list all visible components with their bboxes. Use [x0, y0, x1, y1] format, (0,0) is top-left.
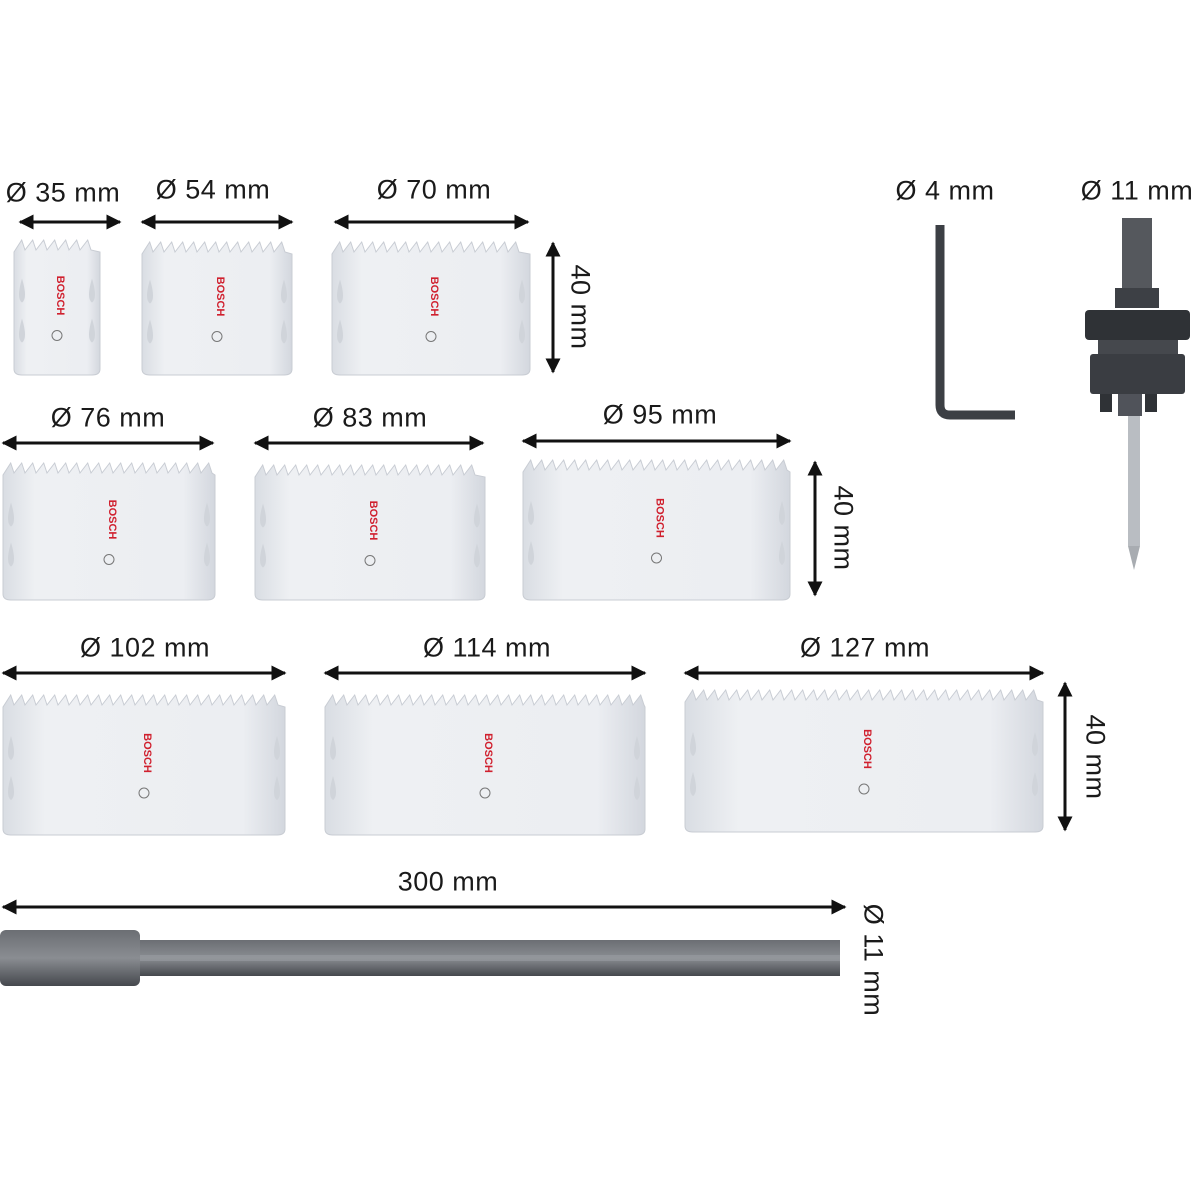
diameter-label: Ø 102 mm	[79, 632, 211, 663]
bosch-logo-text: BOSCH	[141, 733, 153, 773]
bosch-logo-text: BOSCH	[54, 276, 66, 316]
extension-rod	[0, 930, 840, 986]
hole-saw: BOSCH	[684, 688, 1044, 833]
diameter-label: Ø 83 mm	[312, 402, 428, 433]
bosch-logo-text: BOSCH	[861, 729, 873, 769]
hole-saw: BOSCH	[13, 238, 101, 376]
depth-label: 40 mm	[828, 485, 859, 571]
diameter-label: Ø 114 mm	[422, 632, 552, 663]
armature-logo-icon	[479, 787, 491, 799]
hole-saw: BOSCH	[254, 463, 486, 601]
armature-logo-icon	[51, 330, 63, 341]
arbor-diameter-label: Ø 11 mm	[1080, 175, 1194, 206]
diameter-label: Ø 54 mm	[155, 174, 271, 205]
depth-label: 40 mm	[565, 264, 596, 350]
bosch-logo-text: BOSCH	[428, 277, 440, 317]
diameter-label: Ø 70 mm	[376, 174, 492, 205]
bosch-logo-text: BOSCH	[654, 498, 666, 538]
diameter-label: Ø 95 mm	[602, 399, 718, 430]
armature-logo-icon	[425, 331, 437, 342]
extension-length-label: 300 mm	[397, 866, 499, 897]
hole-saw: BOSCH	[2, 693, 286, 836]
bosch-logo-text: BOSCH	[367, 501, 379, 541]
hole-saw: BOSCH	[522, 458, 791, 601]
diameter-label: Ø 76 mm	[50, 402, 166, 433]
bosch-logo-text: BOSCH	[214, 277, 226, 317]
hex-key-diameter-label: Ø 4 mm	[895, 175, 995, 206]
diameter-label: Ø 35 mm	[5, 177, 121, 208]
depth-label: 40 mm	[1080, 714, 1111, 800]
hex-key-icon	[935, 225, 1015, 420]
bosch-logo-text: BOSCH	[482, 733, 494, 773]
hole-saw: BOSCH	[141, 240, 293, 376]
armature-logo-icon	[103, 554, 115, 565]
hole-saw: BOSCH	[331, 240, 531, 376]
armature-logo-icon	[364, 555, 376, 566]
armature-logo-icon	[858, 783, 870, 795]
armature-logo-icon	[651, 552, 662, 564]
armature-logo-icon	[211, 331, 223, 342]
pilot-drill-arbor	[1085, 218, 1190, 570]
extension-diameter-label: Ø 11 mm	[858, 903, 889, 1017]
hole-saw: BOSCH	[2, 461, 216, 601]
armature-logo-icon	[138, 787, 150, 799]
bosch-logo-text: BOSCH	[106, 500, 118, 540]
hole-saw: BOSCH	[324, 693, 646, 836]
diameter-label: Ø 127 mm	[799, 632, 931, 663]
